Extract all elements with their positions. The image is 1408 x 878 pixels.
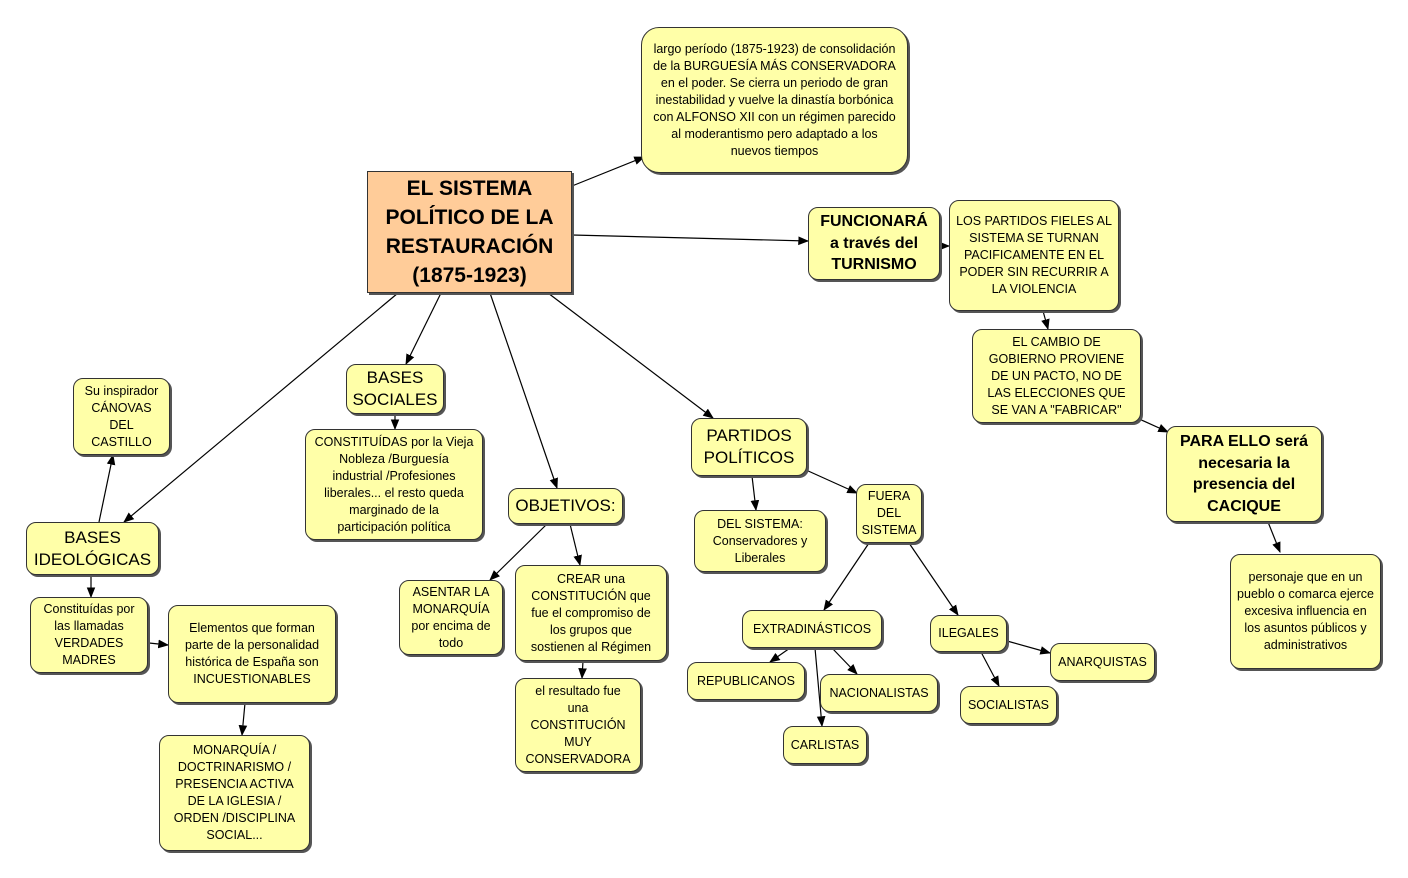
- objetivos-node: OBJETIVOS:: [508, 488, 623, 524]
- extradinasticos-node: EXTRADINÁSTICOS: [742, 610, 882, 648]
- edge-ilegales-socialistas: [980, 651, 1000, 687]
- edge-basesideo-inspirador: [98, 453, 116, 523]
- constituidas-nobleza-node: CONSTITUÍDAS por la Vieja Nobleza /Burgu…: [305, 429, 483, 540]
- republicanos-node: REPUBLICANOS: [687, 662, 805, 700]
- edge-elementos-monarquia: [238, 702, 248, 737]
- del-sistema-node: DEL SISTEMA: Conservadores y Liberales: [694, 510, 826, 572]
- partidos-fieles-node: LOS PARTIDOS FIELES AL SISTEMA SE TURNAN…: [949, 200, 1119, 311]
- nacionalistas-node: NACIONALISTAS: [820, 674, 938, 712]
- anarquistas-node: ANARQUISTAS: [1050, 643, 1155, 681]
- fuera-del-sistema-node: FUERA DEL SISTEMA: [856, 484, 922, 543]
- para-ello-cacique-node: PARA ELLO será necesaria la presencia de…: [1166, 426, 1322, 522]
- edge-extra-nacionalistas: [831, 647, 858, 675]
- edge-extra-carlistas: [814, 647, 826, 728]
- personaje-definition-node: personaje que en un pueblo o comarca eje…: [1230, 554, 1381, 669]
- edge-root-funcionara: [571, 234, 810, 246]
- monarquia-doctrinarismo-node: MONARQUÍA / DOCTRINARISMO / PRESENCIA AC…: [159, 735, 310, 851]
- funcionara-turnismo-node: FUNCIONARÁ a través del TURNISMO: [808, 207, 940, 280]
- edge-objetivos-asentar: [489, 523, 548, 581]
- edge-root-basesideo: [123, 292, 399, 523]
- bases-sociales-node: BASES SOCIALES: [346, 364, 444, 414]
- edge-crear-resultado: [578, 660, 587, 680]
- edge-root-objetivos: [489, 292, 558, 490]
- edge-verdades-elementos: [148, 639, 170, 649]
- socialistas-node: SOCIALISTAS: [960, 686, 1057, 724]
- constituidas-verdades-node: Constituídas por las llamadas VERDADES M…: [30, 597, 148, 673]
- edge-fuera-ilegales: [908, 542, 959, 616]
- edge-objetivos-crear: [569, 523, 582, 567]
- ilegales-node: ILEGALES: [930, 615, 1007, 652]
- carlistas-node: CARLISTAS: [783, 726, 867, 764]
- resultado-constitucion-node: el resultado fue una CONSTITUCIÓN MUY CO…: [515, 678, 641, 772]
- edge-root-periodo: [571, 156, 646, 187]
- partidos-politicos-node: PARTIDOS POLÍTICOS: [691, 418, 807, 476]
- edge-ilegales-anarquistas: [1006, 640, 1052, 655]
- asentar-monarquia-node: ASENTAR LA MONARQUÍA por encima de todo: [399, 580, 503, 655]
- edge-extra-republicanos: [769, 647, 791, 663]
- edge-paraello-personaje: [1267, 521, 1281, 554]
- periodo-description-node: largo período (1875-1923) de consolidaci…: [641, 27, 908, 173]
- crear-constitucion-node: CREAR una CONSTITUCIÓN que fue el compro…: [515, 565, 667, 661]
- edge-partidos-delsistema: [750, 475, 760, 512]
- bases-ideologicas-node: BASES IDEOLÓGICAS: [26, 522, 159, 575]
- elementos-node: Elementos que forman parte de la persona…: [168, 605, 336, 703]
- edge-fieles-cambio: [1041, 310, 1050, 331]
- edge-root-basessociales: [405, 292, 442, 365]
- edge-cambio-paraello: [1136, 417, 1169, 433]
- main-topic-node: EL SISTEMA POLÍTICO DE LA RESTAURACIÓN (…: [367, 171, 572, 293]
- edge-partidos-fuera: [805, 469, 858, 494]
- su-inspirador-node: Su inspirador CÁNOVAS DEL CASTILLO: [73, 378, 170, 455]
- edge-fuera-extra: [823, 542, 870, 611]
- cambio-gobierno-node: EL CAMBIO DE GOBIERNO PROVIENE DE UN PAC…: [972, 329, 1141, 423]
- edge-root-partidos: [547, 292, 714, 419]
